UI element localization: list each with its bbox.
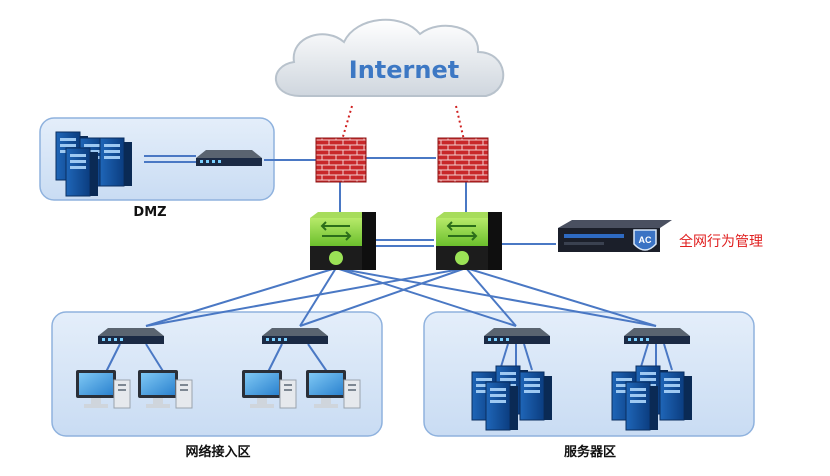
network-links xyxy=(103,155,673,377)
access-zone-label: 网络接入区 xyxy=(185,444,250,460)
dmz-server-cluster xyxy=(55,131,133,197)
internet-label: Internet xyxy=(349,56,459,84)
firewall-left xyxy=(315,137,367,183)
core-switch-right xyxy=(436,212,502,270)
server-zone-label: 服务器区 xyxy=(564,444,616,460)
access-switch-2 xyxy=(262,328,328,344)
ac-badge: AC xyxy=(639,235,652,245)
ac-device-label: 全网行为管理 xyxy=(679,233,763,250)
ac-shield-icon xyxy=(633,229,657,251)
core-switch-left xyxy=(310,212,376,270)
server-switch-2 xyxy=(624,328,690,344)
server-cluster-2 xyxy=(611,365,693,431)
dmz-label: DMZ xyxy=(133,205,166,220)
ac-device: AC xyxy=(558,220,672,252)
internet-links xyxy=(341,105,465,141)
dmz-switch xyxy=(196,150,262,166)
server-cluster-1 xyxy=(471,365,553,431)
firewall-right xyxy=(437,137,489,183)
access-switch-1 xyxy=(98,328,164,344)
internet-cloud: Internet xyxy=(275,18,505,97)
server-switch-1 xyxy=(484,328,550,344)
